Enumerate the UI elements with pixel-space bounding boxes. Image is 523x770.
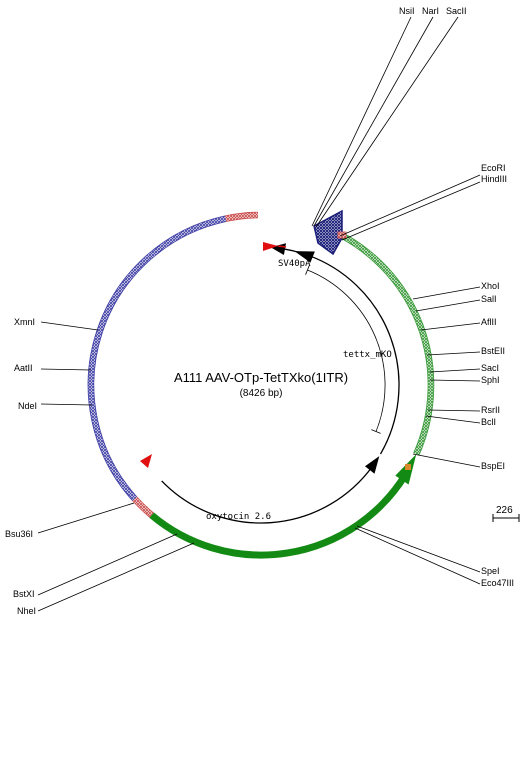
site-sali[interactable]: SalI — [481, 294, 497, 304]
cds-arc — [149, 473, 409, 559]
feature-label-sv40pa[interactable]: SV40pA — [278, 259, 311, 269]
site-bsteii[interactable]: BstEII — [481, 346, 505, 356]
site-bcli[interactable]: BclI — [481, 417, 496, 427]
tettx-bracket-end — [305, 265, 310, 275]
site-line-sacii — [315, 16, 459, 228]
site-sphi[interactable]: SphI — [481, 375, 500, 385]
site-bspei[interactable]: BspEI — [481, 461, 505, 471]
site-bsu36i[interactable]: Bsu36I — [5, 529, 33, 539]
insert-arc — [318, 222, 434, 456]
tettx-arrow-icon — [294, 251, 315, 263]
site-line-sphi — [429, 379, 481, 382]
feature-label-oxytocin[interactable]: oxytocin 2.6 — [206, 512, 271, 522]
site-nari[interactable]: NarI — [422, 6, 439, 16]
site-line-rsrii — [427, 409, 481, 412]
site-xmni[interactable]: XmnI — [14, 317, 35, 327]
site-line-ecori — [339, 174, 481, 237]
site-spei[interactable]: SpeI — [481, 566, 500, 576]
promoter-arrow-top-tail — [277, 245, 287, 248]
site-line-bsu36i — [37, 502, 135, 534]
scale-bar: 226 — [492, 505, 520, 522]
site-line-bspei — [412, 453, 481, 468]
site-xhoi[interactable]: XhoI — [481, 281, 500, 291]
site-line-aflii — [420, 322, 481, 331]
site-line-bsteii — [426, 351, 481, 356]
site-rsrii[interactable]: RsrII — [481, 405, 500, 415]
feature-label-tettx[interactable]: tettx_mKO — [343, 350, 392, 360]
site-aflii[interactable]: AflII — [481, 317, 497, 327]
feature-arcs — [149, 243, 417, 559]
site-line-bstxi — [37, 533, 178, 596]
backbone-ring — [87, 211, 435, 518]
site-line-spei — [356, 525, 481, 573]
backbone-arc — [88, 216, 227, 501]
site-nhei[interactable]: NheI — [17, 606, 36, 616]
site-line-aatii — [40, 368, 92, 371]
site-line-hindiii — [341, 181, 481, 241]
site-line-nari — [313, 16, 434, 227]
backbone-arc-border — [87, 215, 227, 502]
site-bstxi[interactable]: BstXI — [13, 589, 35, 599]
site-line-sali — [415, 299, 481, 312]
promoter-arrow-left-icon — [140, 454, 152, 468]
site-hindiii[interactable]: HindIII — [481, 174, 507, 184]
site-saci[interactable]: SacI — [481, 363, 499, 373]
site-nsii[interactable]: NsiI — [399, 6, 415, 16]
scale-bar-label: 226 — [496, 505, 513, 516]
site-line-ndei — [40, 403, 93, 406]
site-sacii[interactable]: SacII — [446, 6, 467, 16]
tettx-bracket-start — [371, 429, 381, 434]
site-ecori[interactable]: EcoRI — [481, 163, 506, 173]
tettx-arc — [307, 254, 400, 455]
itr-arrow-icon — [313, 209, 343, 256]
site-line-bcli — [425, 415, 481, 424]
site-line-nsii — [311, 16, 412, 227]
site-line-eco47iii — [354, 527, 481, 585]
plasmid-size: (8426 bp) — [240, 388, 283, 399]
site-aatii[interactable]: AatII — [14, 363, 33, 373]
promoter-arrow-top-icon — [263, 242, 278, 251]
tettx-inner-arc — [307, 269, 386, 432]
site-line-xmni — [40, 321, 99, 331]
bspei-marker — [405, 464, 411, 470]
junction-arc-left — [132, 497, 154, 518]
junction-arc-top — [225, 212, 259, 222]
site-line-xhoi — [412, 286, 481, 300]
site-ndei[interactable]: NdeI — [18, 401, 37, 411]
restriction-site-labels: NsiI NarI SacII EcoRI HindIII XhoI SalI … — [5, 6, 514, 616]
plasmid-title: A111 AAV-OTp-TetTXko(1ITR) — [174, 370, 348, 385]
site-eco47iii[interactable]: Eco47III — [481, 578, 514, 588]
site-line-nhei — [37, 542, 195, 612]
site-lines — [37, 16, 481, 612]
oxytocin-arrow-icon — [365, 456, 380, 474]
oxytocin-arc — [161, 465, 374, 524]
site-line-saci — [429, 368, 481, 373]
